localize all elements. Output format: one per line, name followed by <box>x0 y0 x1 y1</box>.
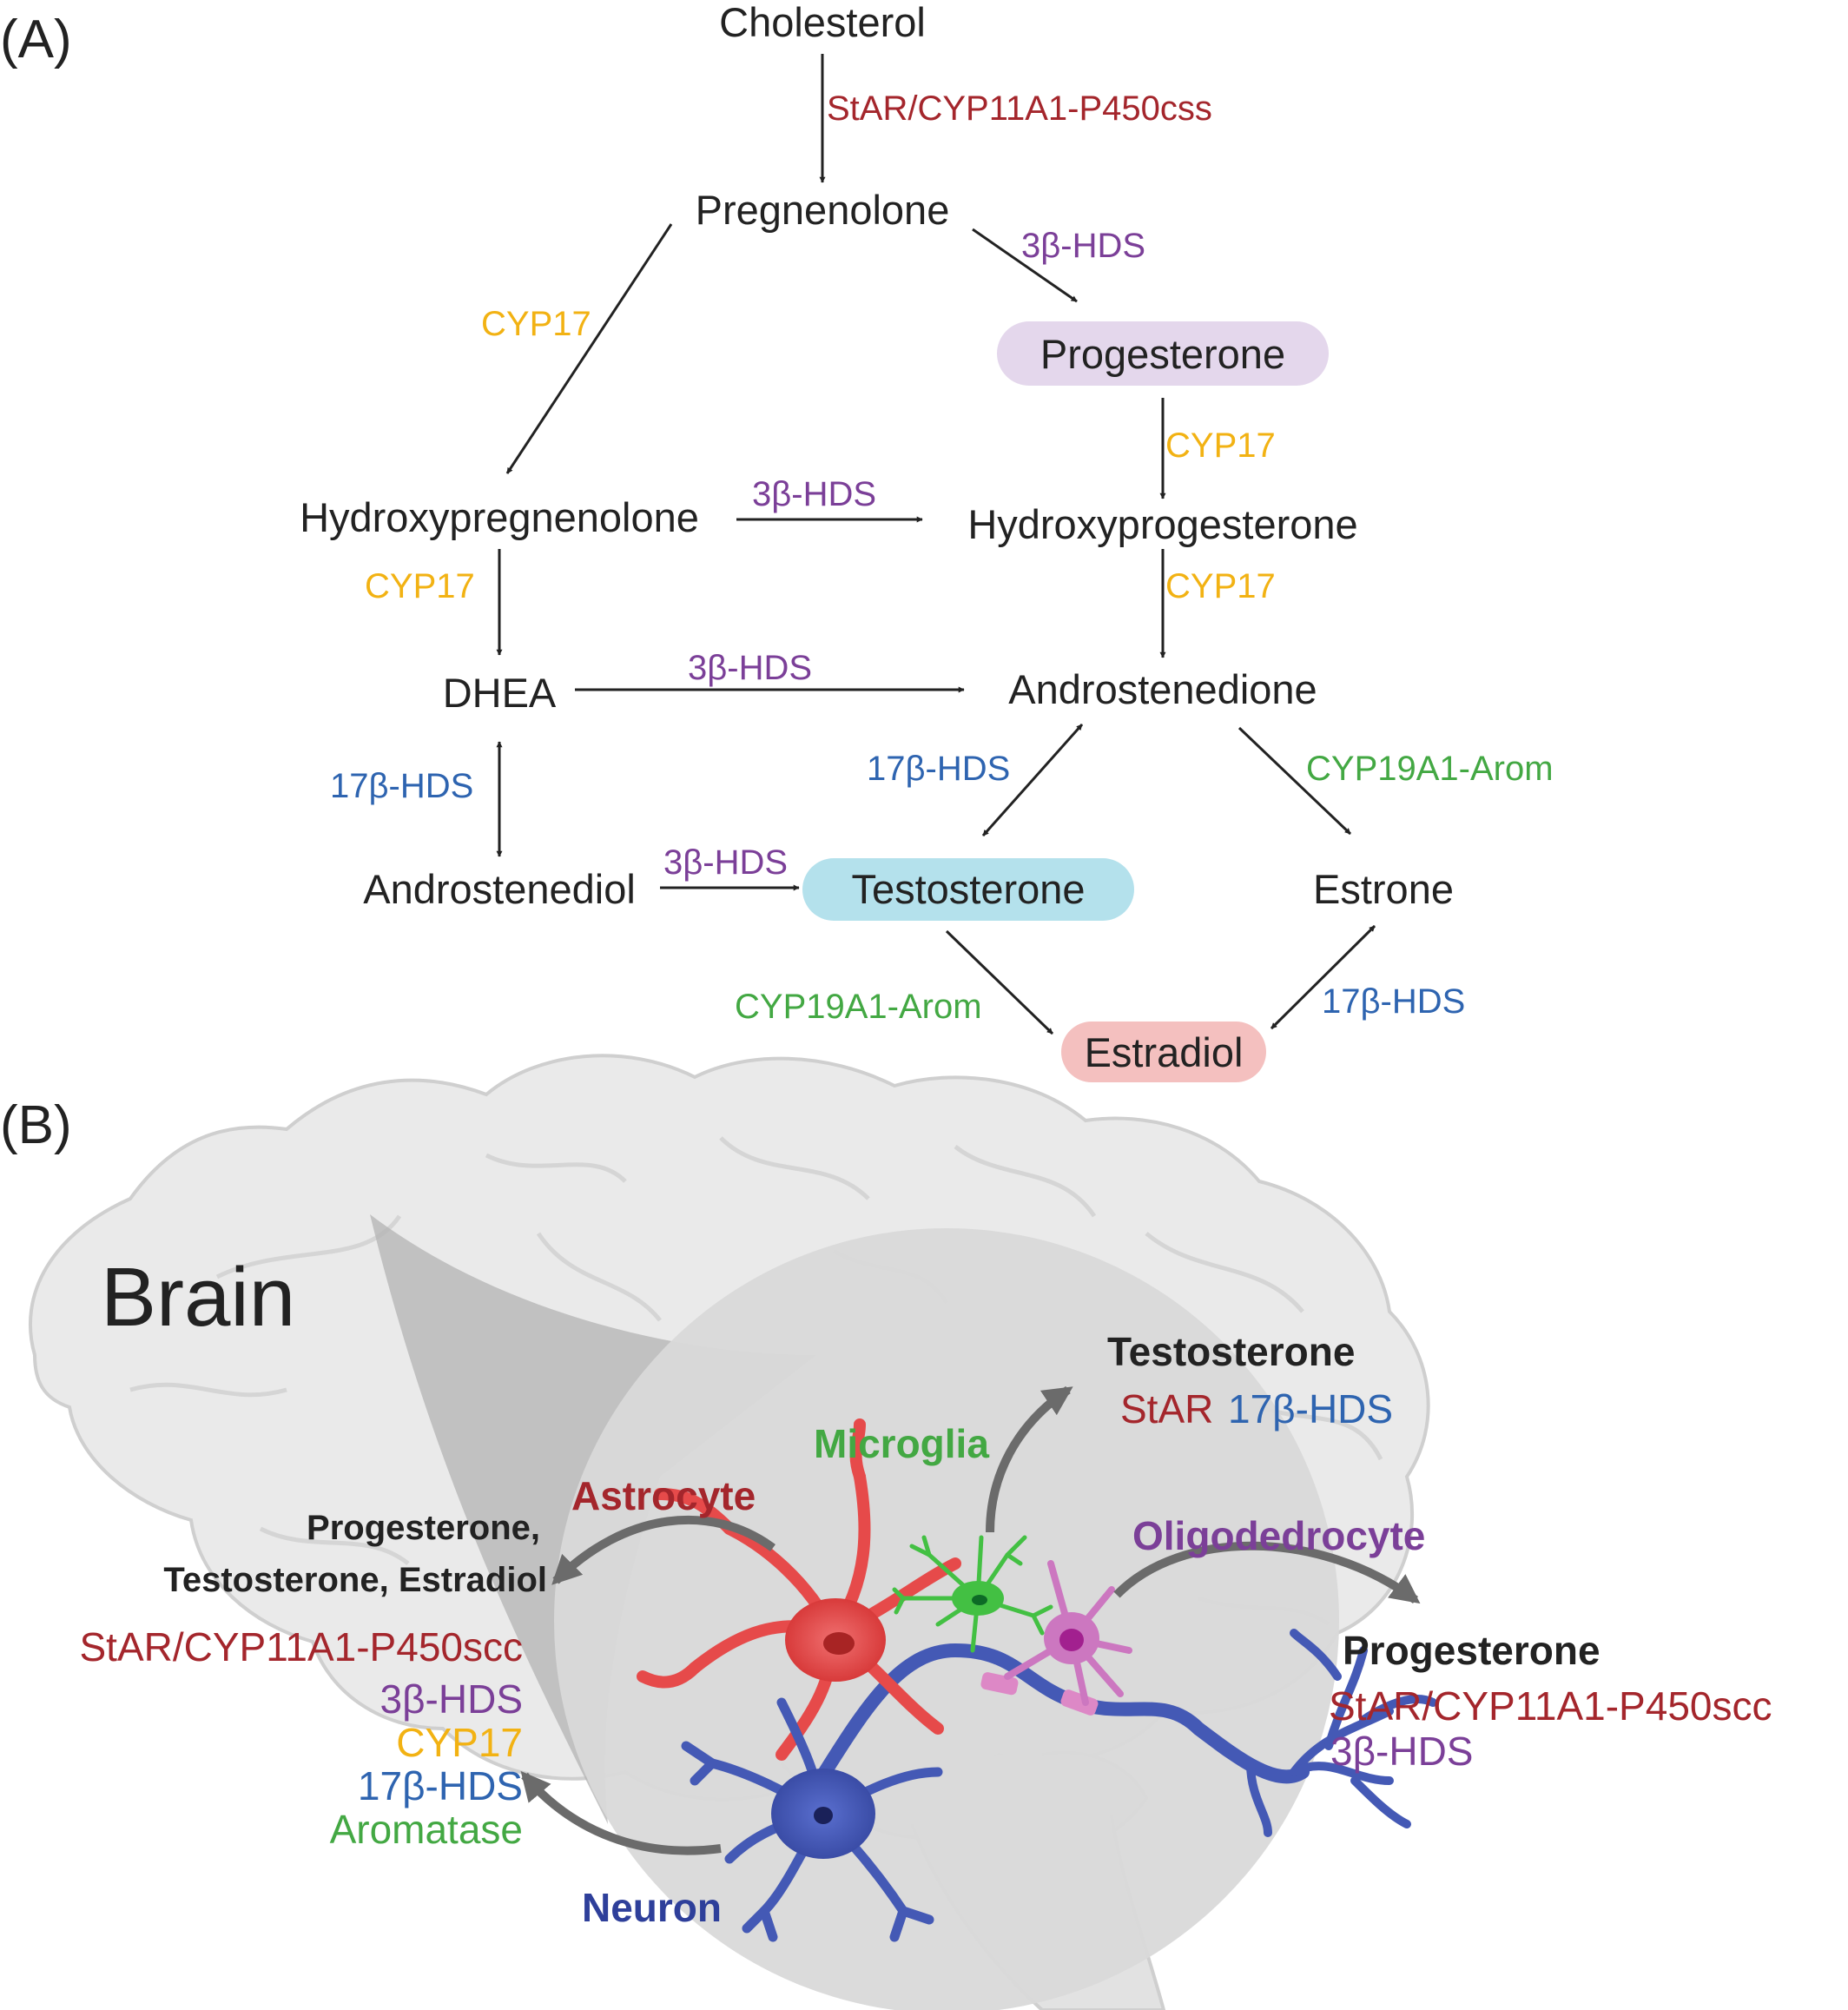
neuron-product-cyp17: CYP17 <box>396 1720 523 1765</box>
arrow-neuron-products <box>520 1770 722 1855</box>
label-astrocyte: Astrocyte <box>571 1473 756 1518</box>
enzyme-3b-hds-androstenediol-testosterone: 3β-HDS <box>663 843 788 882</box>
arrow-pregnenolone-progesterone <box>972 228 1078 303</box>
microglia-product-steroid: Testosterone <box>1107 1329 1355 1374</box>
testosterone-highlight <box>802 858 1134 921</box>
oligodendrocyte-product-3b-hds: 3β-HDS <box>1330 1729 1473 1774</box>
astrocyte-product-line1: Progesterone, <box>307 1509 540 1547</box>
progesterone-highlight <box>997 321 1329 386</box>
oligodendrocyte-product-star-p450: StAR/CYP11A1-P450scc <box>1329 1683 1772 1729</box>
enzyme-17b-hds-dhea-androstenediol: 17β-HDS <box>330 767 473 805</box>
panel-a-label: (A) <box>0 10 72 69</box>
neuron-product-star-p450: StAR/CYP11A1-P450scc <box>80 1624 524 1669</box>
enzyme-cyp17-prog-hydroxyprog: CYP17 <box>1165 426 1276 465</box>
arrow-androstenedione-testosterone <box>981 724 1084 836</box>
node-hydroxypregnenolone: Hydroxypregnenolone <box>300 494 699 540</box>
brain-title: Brain <box>101 1251 295 1344</box>
microglia-cell <box>892 1535 1053 1653</box>
label-oligodendrocyte: Oligodedrocyte <box>1132 1513 1425 1558</box>
astrocyte-product-line2: Testosterone, Estradiol <box>163 1561 547 1599</box>
oligodendrocyte-product-steroid: Progesterone <box>1343 1628 1600 1673</box>
enzyme-arom-androstenedione-estrone: CYP19A1-Arom <box>1306 750 1554 788</box>
node-progesterone: Progesterone <box>1040 331 1285 377</box>
node-hydroxyprogesterone: Hydroxyprogesterone <box>967 501 1357 547</box>
node-dhea: DHEA <box>443 670 557 716</box>
enzyme-3b-hds-preg-prog: 3β-HDS <box>1021 227 1145 265</box>
arrow-microglia-products <box>986 1385 1073 1533</box>
enzyme-cyp17-preg-hydroxypreg: CYP17 <box>481 305 591 343</box>
enzyme-17b-hds-androstenedione-testosterone: 17β-HDS <box>867 750 1010 788</box>
node-cholesterol: Cholesterol <box>719 0 926 45</box>
enzyme-cyp17-hydroxypreg-dhea: CYP17 <box>365 567 475 605</box>
node-estradiol: Estradiol <box>1085 1029 1244 1075</box>
arrow-pregnenolone-hydroxypregnenolone <box>505 223 673 474</box>
oligodendrocyte-cell <box>1004 1560 1132 1706</box>
node-estrone: Estrone <box>1313 866 1454 912</box>
neuron-product-3b-hds: 3β-HDS <box>380 1676 523 1722</box>
panel-b: (B) Brain <box>0 1054 1772 2010</box>
enzyme-star-p450css: StAR/CYP11A1-P450css <box>827 89 1212 128</box>
panel-a: (A) Cholesterol Pregnenolone Progesteron… <box>0 0 1554 1082</box>
cells-illustration <box>637 1418 1437 1942</box>
label-microglia: Microglia <box>814 1421 989 1466</box>
enzyme-3b-hds-hydroxypreg-hydroxyprog: 3β-HDS <box>752 475 876 513</box>
enzyme-3b-hds-dhea-androstenedione: 3β-HDS <box>688 649 812 687</box>
neuron-product-17b-hds: 17β-HDS <box>358 1763 523 1808</box>
node-androstenedione: Androstenedione <box>1008 666 1317 712</box>
microglia-product-17b-hds: 17β-HDS <box>1228 1386 1393 1431</box>
panel-b-label: (B) <box>0 1095 72 1155</box>
arrow-testosterone-estradiol <box>945 929 1054 1035</box>
enzyme-17b-hds-estrone-estradiol: 17β-HDS <box>1322 982 1465 1021</box>
enzyme-arom-testosterone-estradiol: CYP19A1-Arom <box>735 988 982 1026</box>
estradiol-highlight <box>1061 1022 1266 1082</box>
microglia-product-star: StAR <box>1120 1386 1213 1431</box>
arrow-astrocyte-products <box>551 1515 776 1585</box>
arrow-oligodendrocyte-products <box>1113 1541 1421 1604</box>
arrow-androstenedione-estrone <box>1238 726 1352 836</box>
enzyme-cyp17-hydroxyprog-androstenedione: CYP17 <box>1165 567 1276 605</box>
neuron-product-aromatase: Aromatase <box>330 1807 523 1852</box>
arrow-estrone-estradiol <box>1270 924 1376 1030</box>
node-pregnenolone: Pregnenolone <box>696 187 950 233</box>
node-testosterone: Testosterone <box>851 866 1085 912</box>
label-neuron: Neuron <box>582 1885 722 1930</box>
node-androstenediol: Androstenediol <box>363 866 636 912</box>
